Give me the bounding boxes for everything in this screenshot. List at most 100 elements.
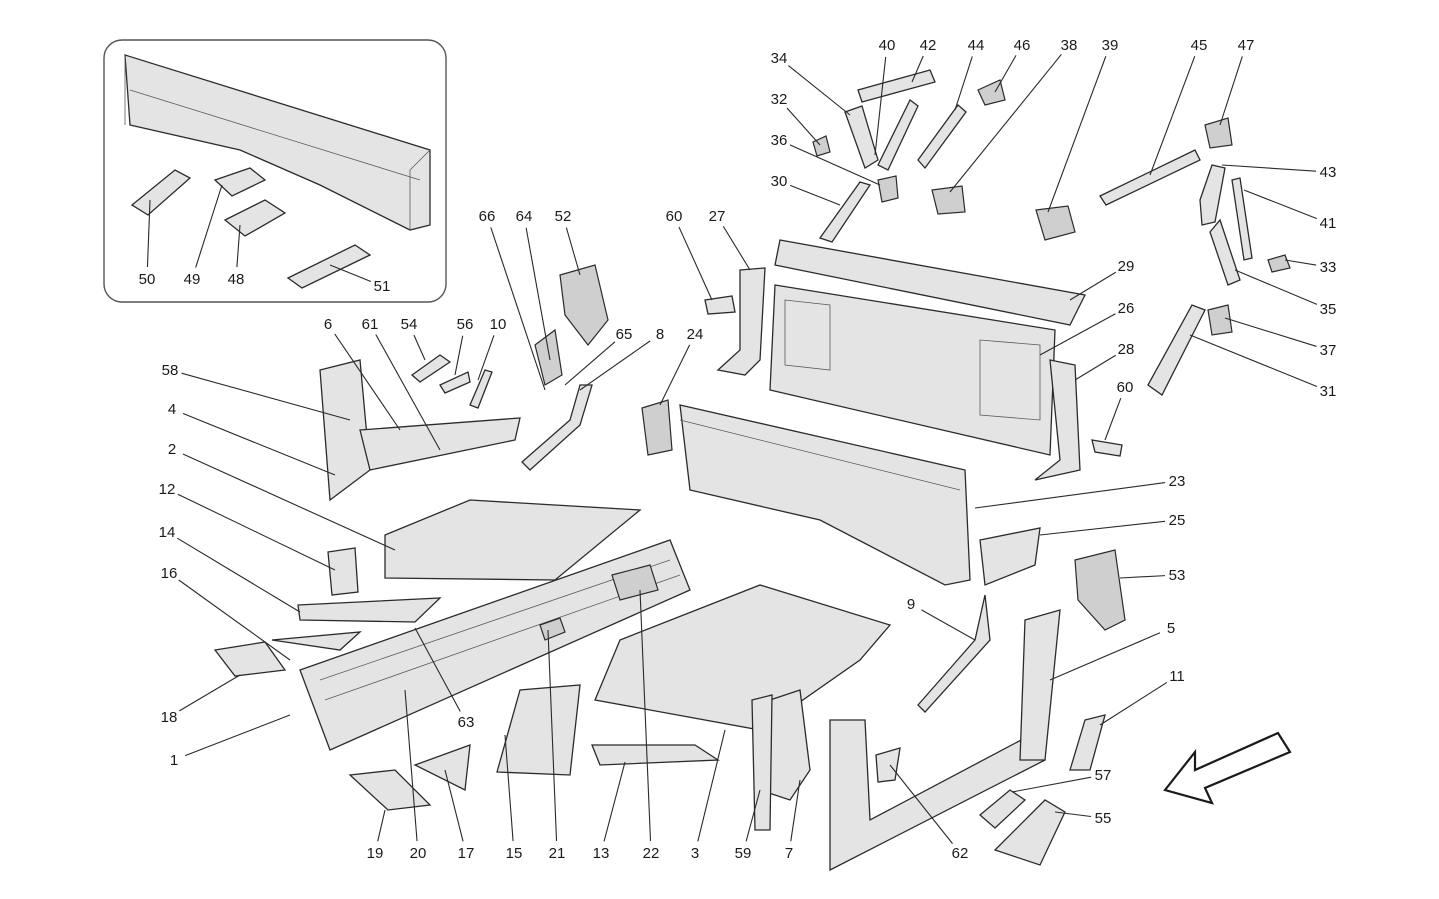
callout-17: 17 (458, 845, 475, 862)
leader-52 (565, 227, 581, 276)
leader-26 (1039, 313, 1116, 356)
leader-17 (444, 769, 464, 842)
leader-40 (874, 56, 887, 156)
callout-4: 4 (168, 401, 176, 418)
part-36 (877, 175, 899, 203)
leader-8 (579, 340, 651, 391)
inset-beam (124, 54, 431, 231)
leader-33 (1284, 259, 1317, 266)
callout-64: 64 (516, 208, 533, 225)
leader-45 (1149, 56, 1196, 176)
callout-66: 66 (479, 208, 496, 225)
front-direction-arrow-icon (1163, 731, 1292, 805)
inset-group (103, 39, 447, 303)
part-42 (857, 69, 936, 103)
leader-5 (1049, 632, 1161, 681)
callout-59: 59 (735, 845, 752, 862)
leader-44 (954, 56, 973, 111)
part-48 (223, 199, 287, 237)
callout-45: 45 (1191, 37, 1208, 54)
part-9 (917, 594, 991, 713)
part-56 (439, 371, 471, 394)
leader-42 (911, 55, 924, 83)
callout-31: 31 (1320, 383, 1337, 400)
callout-30: 30 (771, 173, 788, 190)
part-47 (1204, 117, 1233, 149)
leader-55 (1054, 811, 1092, 818)
leader-22 (639, 589, 652, 842)
callout-14: 14 (159, 524, 176, 541)
callout-57: 57 (1095, 767, 1112, 784)
callout-42: 42 (920, 37, 937, 54)
part-2 (384, 499, 642, 581)
part-37 (1207, 304, 1233, 336)
leader-4 (182, 412, 336, 476)
leader-37 (1224, 317, 1317, 347)
callout-18: 18 (161, 709, 178, 726)
callout-22: 22 (643, 845, 660, 862)
leader-36 (789, 144, 881, 186)
callout-52: 52 (555, 208, 572, 225)
leader-57 (1011, 776, 1092, 793)
leader-12 (177, 493, 336, 571)
part-49 (213, 167, 267, 197)
part-54 (410, 354, 452, 383)
leader-15 (504, 734, 514, 842)
leader-31 (1189, 334, 1318, 387)
inset-frame (103, 39, 447, 303)
leader-35 (1234, 269, 1318, 305)
leader-41 (1243, 189, 1318, 220)
callout-37: 37 (1320, 342, 1337, 359)
part-44 (917, 104, 967, 170)
part-33 (1267, 254, 1291, 273)
leader-65 (564, 341, 616, 386)
part-16 (271, 631, 362, 651)
callout-47: 47 (1238, 37, 1255, 54)
leader-11 (1099, 681, 1168, 726)
part-64 (534, 328, 563, 386)
part-27 (716, 267, 766, 376)
leader-54 (413, 334, 426, 361)
callout-38: 38 (1061, 37, 1078, 54)
part-45 (1099, 149, 1201, 206)
leader-30 (789, 184, 841, 206)
leader-29 (1069, 271, 1117, 301)
part-23 (679, 404, 971, 586)
callout-25: 25 (1169, 512, 1186, 529)
leader-61 (375, 334, 441, 451)
callout-2: 2 (168, 441, 176, 458)
part-6 (359, 417, 521, 471)
leader-2 (182, 453, 396, 551)
leader-23 (974, 482, 1166, 509)
callout-44: 44 (968, 37, 985, 54)
leader-19 (377, 809, 386, 842)
leader-13 (603, 761, 626, 842)
callout-11: 11 (1169, 668, 1185, 685)
callout-61: 61 (362, 316, 379, 333)
callout-36: 36 (771, 132, 788, 149)
leader-64 (525, 227, 551, 361)
leader-1 (184, 714, 291, 757)
leader-34 (788, 65, 851, 116)
callout-19: 19 (367, 845, 384, 862)
callout-9: 9 (907, 596, 915, 613)
callout-51: 51 (374, 278, 391, 295)
leader-60b (1104, 398, 1122, 441)
part-60b (1091, 439, 1123, 457)
callout-26: 26 (1118, 300, 1135, 317)
callout-23: 23 (1169, 473, 1186, 490)
part-59 (751, 694, 773, 831)
part-53 (1074, 549, 1126, 631)
part-11 (1069, 714, 1106, 771)
leader-9 (921, 609, 976, 641)
leader-7 (790, 779, 801, 842)
callout-35: 35 (1320, 301, 1337, 318)
callout-5: 5 (1167, 620, 1175, 637)
callout-34: 34 (771, 50, 788, 67)
callout-62: 62 (952, 845, 969, 862)
callout-6: 6 (324, 316, 332, 333)
callout-60a: 60 (666, 208, 683, 225)
leader-59 (745, 789, 761, 842)
leader-39 (1047, 56, 1107, 213)
leader-14 (176, 537, 301, 613)
